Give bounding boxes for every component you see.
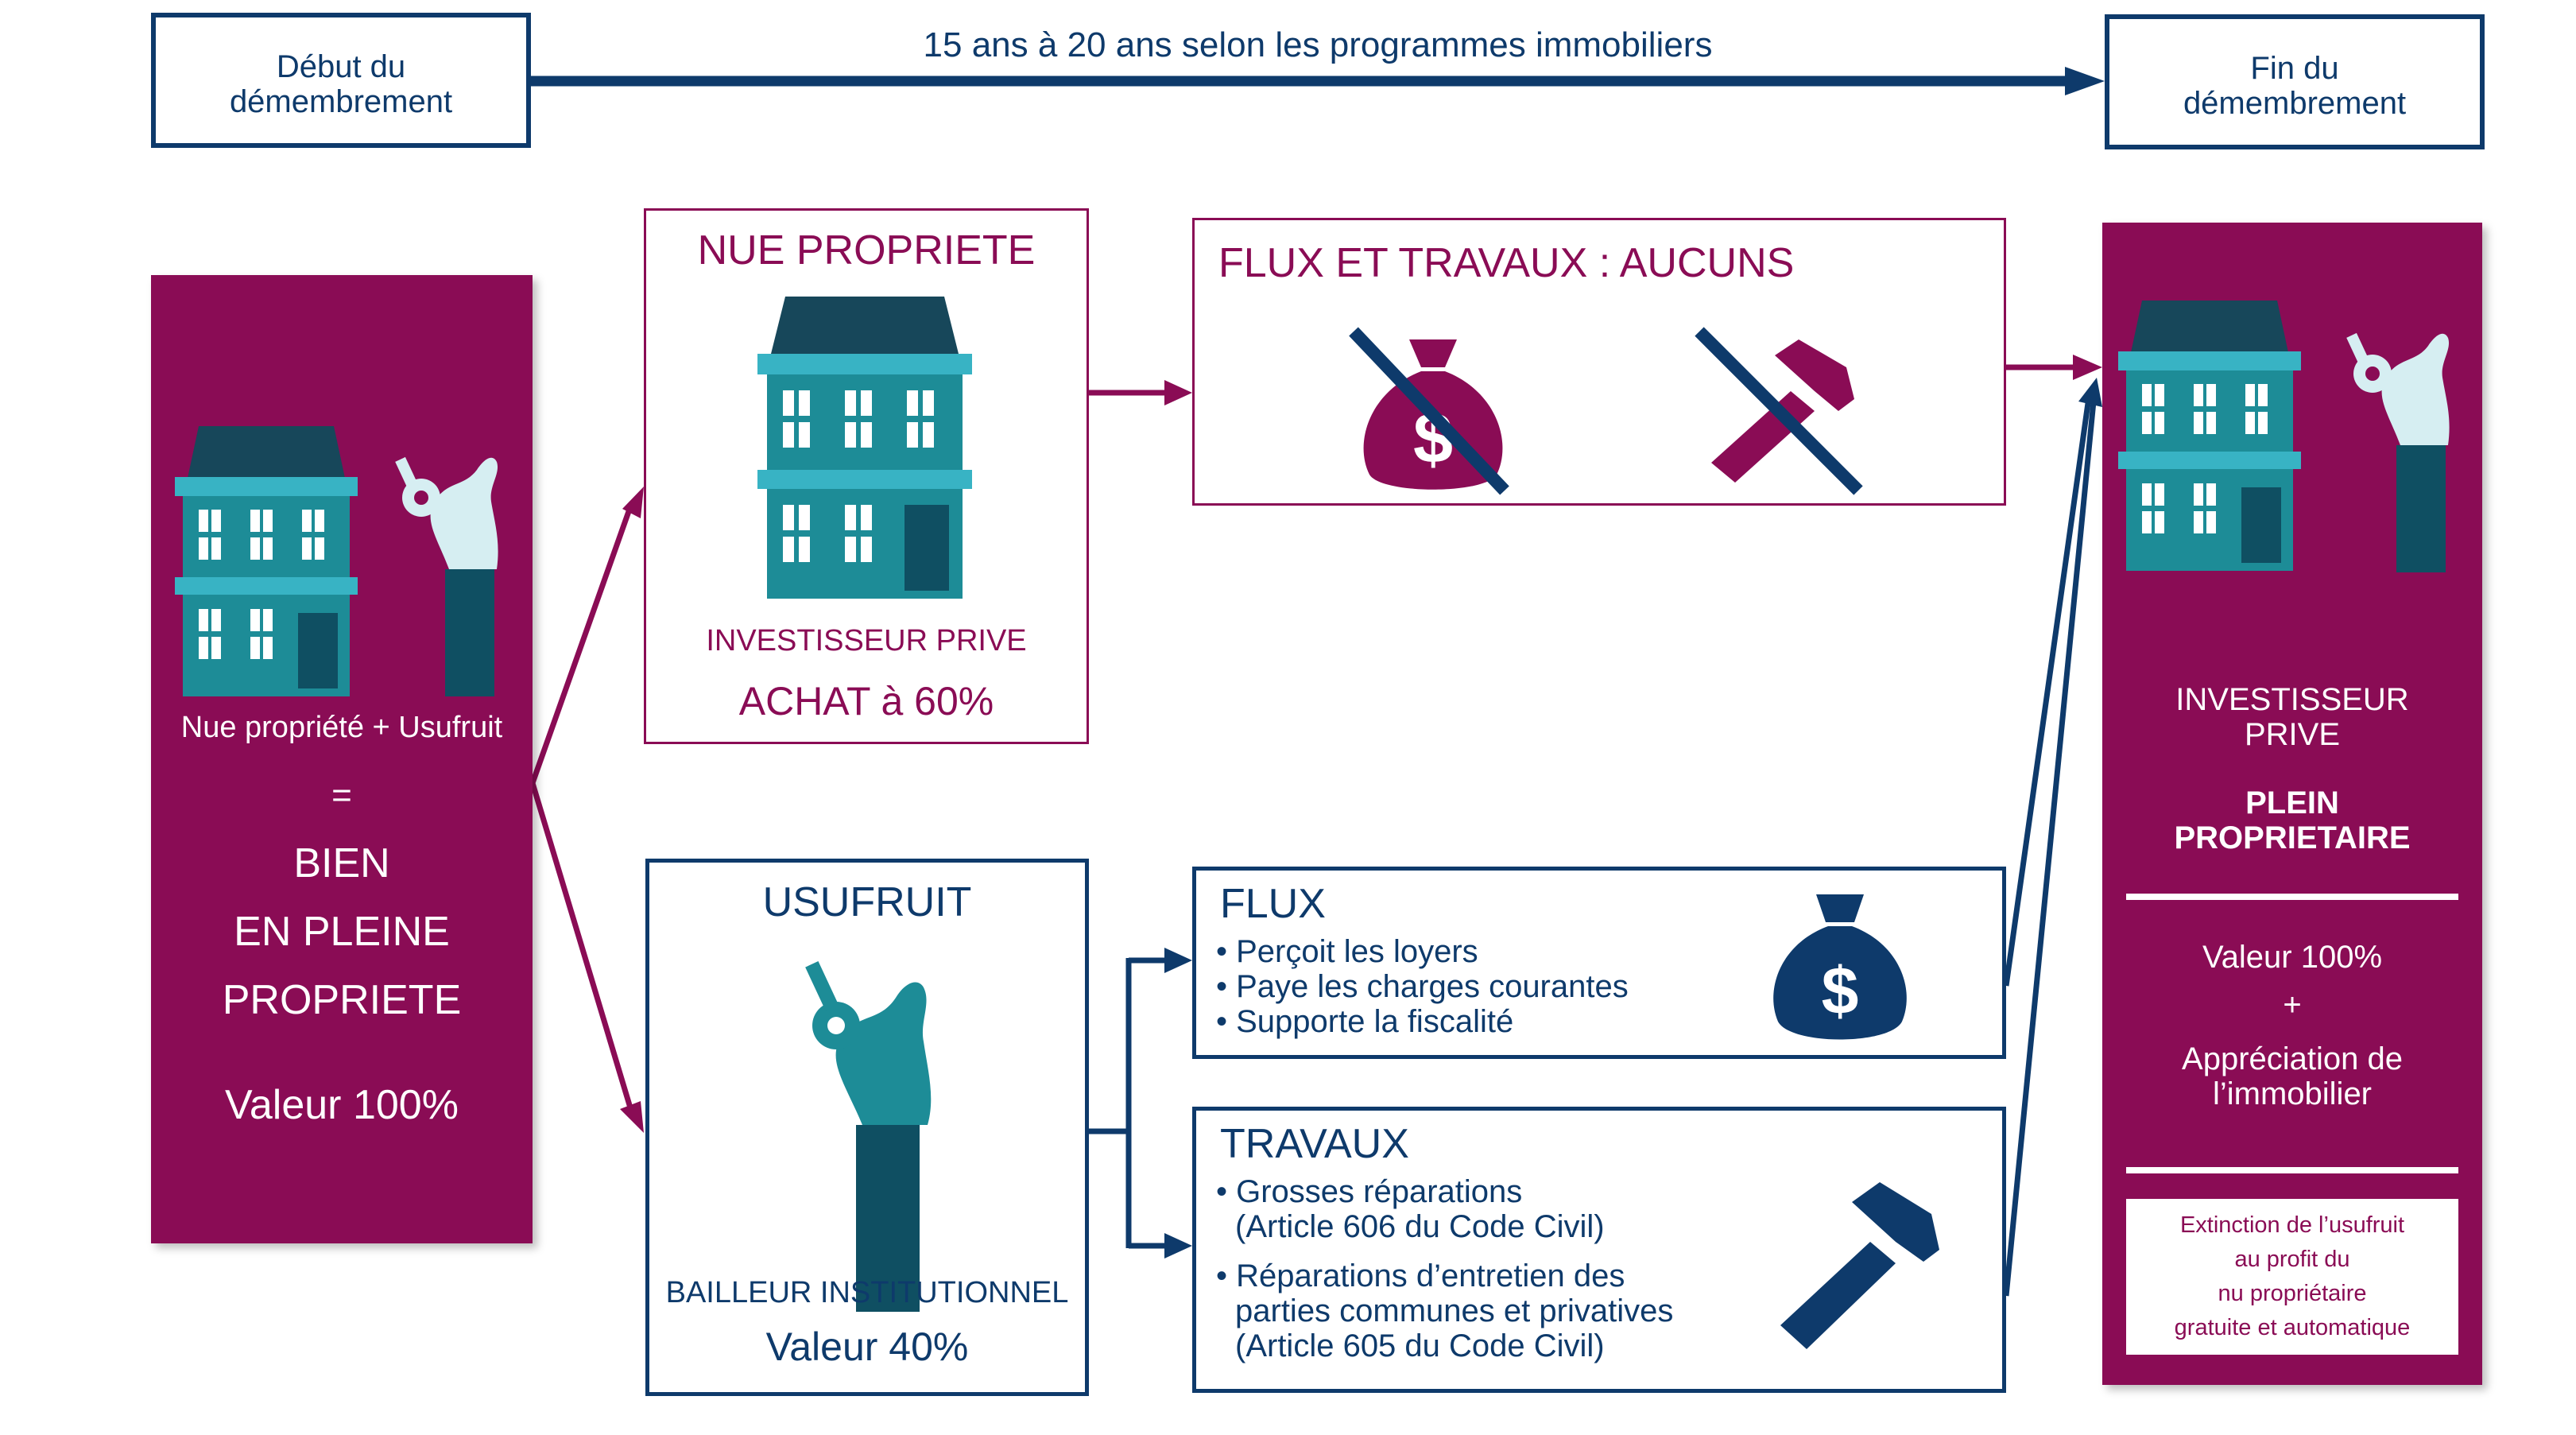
hand-key-icon: [395, 456, 498, 696]
note-line-4: gratuite et automatique: [2174, 1315, 2411, 1340]
usufructuary-role: BAILLEUR INSTITUTIONNEL: [665, 1276, 1069, 1309]
timeline-duration-label: 15 ans à 20 ans selon les programmes imm…: [923, 25, 1713, 64]
building-icon: [757, 297, 972, 599]
full-ownership-panel: Nue propriété + Usufruit = BIEN EN PLEIN…: [151, 275, 533, 1243]
appreciation-line-1: Appréciation de: [2182, 1041, 2403, 1076]
divider: [2126, 894, 2458, 900]
building-icon: [175, 426, 358, 696]
note-line-2: au profit du: [2234, 1247, 2350, 1272]
bare-owner-purchase: ACHAT à 60%: [738, 679, 994, 723]
works-item-1-line-2: (Article 606 du Code Civil): [1235, 1209, 1605, 1244]
full-ownership-value: Valeur 100%: [225, 1082, 459, 1128]
note-line-1: Extinction de l’usufruit: [2179, 1212, 2405, 1238]
usufruct-value: Valeur 40%: [765, 1324, 969, 1369]
timeline-end-box: Fin du démembrement: [2105, 14, 2485, 149]
divider: [2126, 1167, 2458, 1173]
building-icon: [2118, 301, 2301, 571]
flows-box: FLUX • Perçoit les loyers • Paye les cha…: [1192, 867, 2006, 1059]
final-role-line-1: INVESTISSEUR: [2175, 682, 2409, 717]
works-item-2-line-3: (Article 605 du Code Civil): [1235, 1328, 1605, 1363]
full-ownership-line-2: EN PLEINE: [234, 909, 450, 955]
hammer-icon: [1780, 1182, 1939, 1349]
usufruct-title: USUFRUIT: [762, 879, 972, 925]
bare-ownership-title: NUE PROPRIETE: [697, 227, 1036, 273]
bare-ownership-box: NUE PROPRIETE INVESTISSEUR PRIVE ACHAT à…: [644, 208, 1089, 744]
final-status-line-1: PLEIN: [2245, 785, 2339, 820]
money-bag-icon: $: [1773, 894, 1907, 1040]
no-money-icon: $: [1349, 327, 1509, 495]
works-item-1-line-1: • Grosses réparations: [1216, 1174, 1523, 1209]
equals-sign: =: [331, 776, 352, 815]
final-status: PLEIN PROPRIETAIRE: [2102, 785, 2482, 855]
timeline-end-label-1: Fin du: [2250, 51, 2339, 86]
final-role-line-2: PRIVE: [2244, 717, 2341, 752]
no-flows-box: FLUX ET TRAVAUX : AUCUNS $: [1192, 218, 2006, 506]
appreciation-line-2: l’immobilier: [2212, 1076, 2373, 1111]
final-value: Valeur 100%: [2202, 940, 2383, 975]
final-role: INVESTISSEUR PRIVE: [2102, 682, 2482, 752]
works-item-2-line-1: • Réparations d’entretien des: [1216, 1259, 1625, 1293]
no-flows-title: FLUX ET TRAVAUX : AUCUNS: [1218, 240, 1795, 286]
flows-item: • Supporte la fiscalité: [1216, 1004, 1514, 1039]
usufruct-box: USUFRUIT BAILLEUR INSTITUTIONNEL Valeur …: [645, 859, 1089, 1396]
hand-key-icon: [805, 961, 932, 1312]
full-ownership-line-3: PROPRIETE: [222, 977, 462, 1023]
works-title: TRAVAUX: [1220, 1121, 1409, 1167]
flows-list: • Perçoit les loyers • Paye les charges …: [1216, 934, 1629, 1039]
svg-text:$: $: [1822, 953, 1859, 1028]
flows-title: FLUX: [1220, 881, 1326, 927]
works-box: TRAVAUX • Grosses réparations (Article 6…: [1192, 1107, 2006, 1393]
no-hammer-icon: [1695, 327, 1863, 495]
works-item-2-line-2: parties communes et privatives: [1235, 1293, 1674, 1328]
bare-owner-role: INVESTISSEUR PRIVE: [706, 624, 1027, 657]
ownership-caption: Nue propriété + Usufruit: [180, 711, 503, 744]
final-status-line-2: PROPRIETAIRE: [2174, 820, 2411, 855]
timeline-start-label-1: Début du: [276, 49, 406, 84]
hand-key-icon: [2346, 332, 2450, 572]
flows-item: • Perçoit les loyers: [1216, 934, 1478, 969]
usufruct-extinction-note: Extinction de l’usufruit au profit du nu…: [2126, 1199, 2458, 1355]
appreciation: Appréciation de l’immobilier: [2102, 1041, 2482, 1111]
plus-sign: +: [2283, 987, 2302, 1022]
works-list: • Grosses réparations (Article 606 du Co…: [1216, 1174, 1673, 1363]
timeline-end-label-2: démembrement: [2183, 86, 2407, 121]
flows-item: • Paye les charges courantes: [1216, 969, 1629, 1004]
full-owner-panel: INVESTISSEUR PRIVE PLEIN PROPRIETAIRE Va…: [2102, 223, 2482, 1385]
timeline-start-box: Début du démembrement: [151, 13, 531, 148]
full-ownership-line-1: BIEN: [293, 840, 390, 886]
note-line-3: nu propriétaire: [2218, 1281, 2367, 1306]
timeline-start-label-2: démembrement: [229, 84, 453, 119]
